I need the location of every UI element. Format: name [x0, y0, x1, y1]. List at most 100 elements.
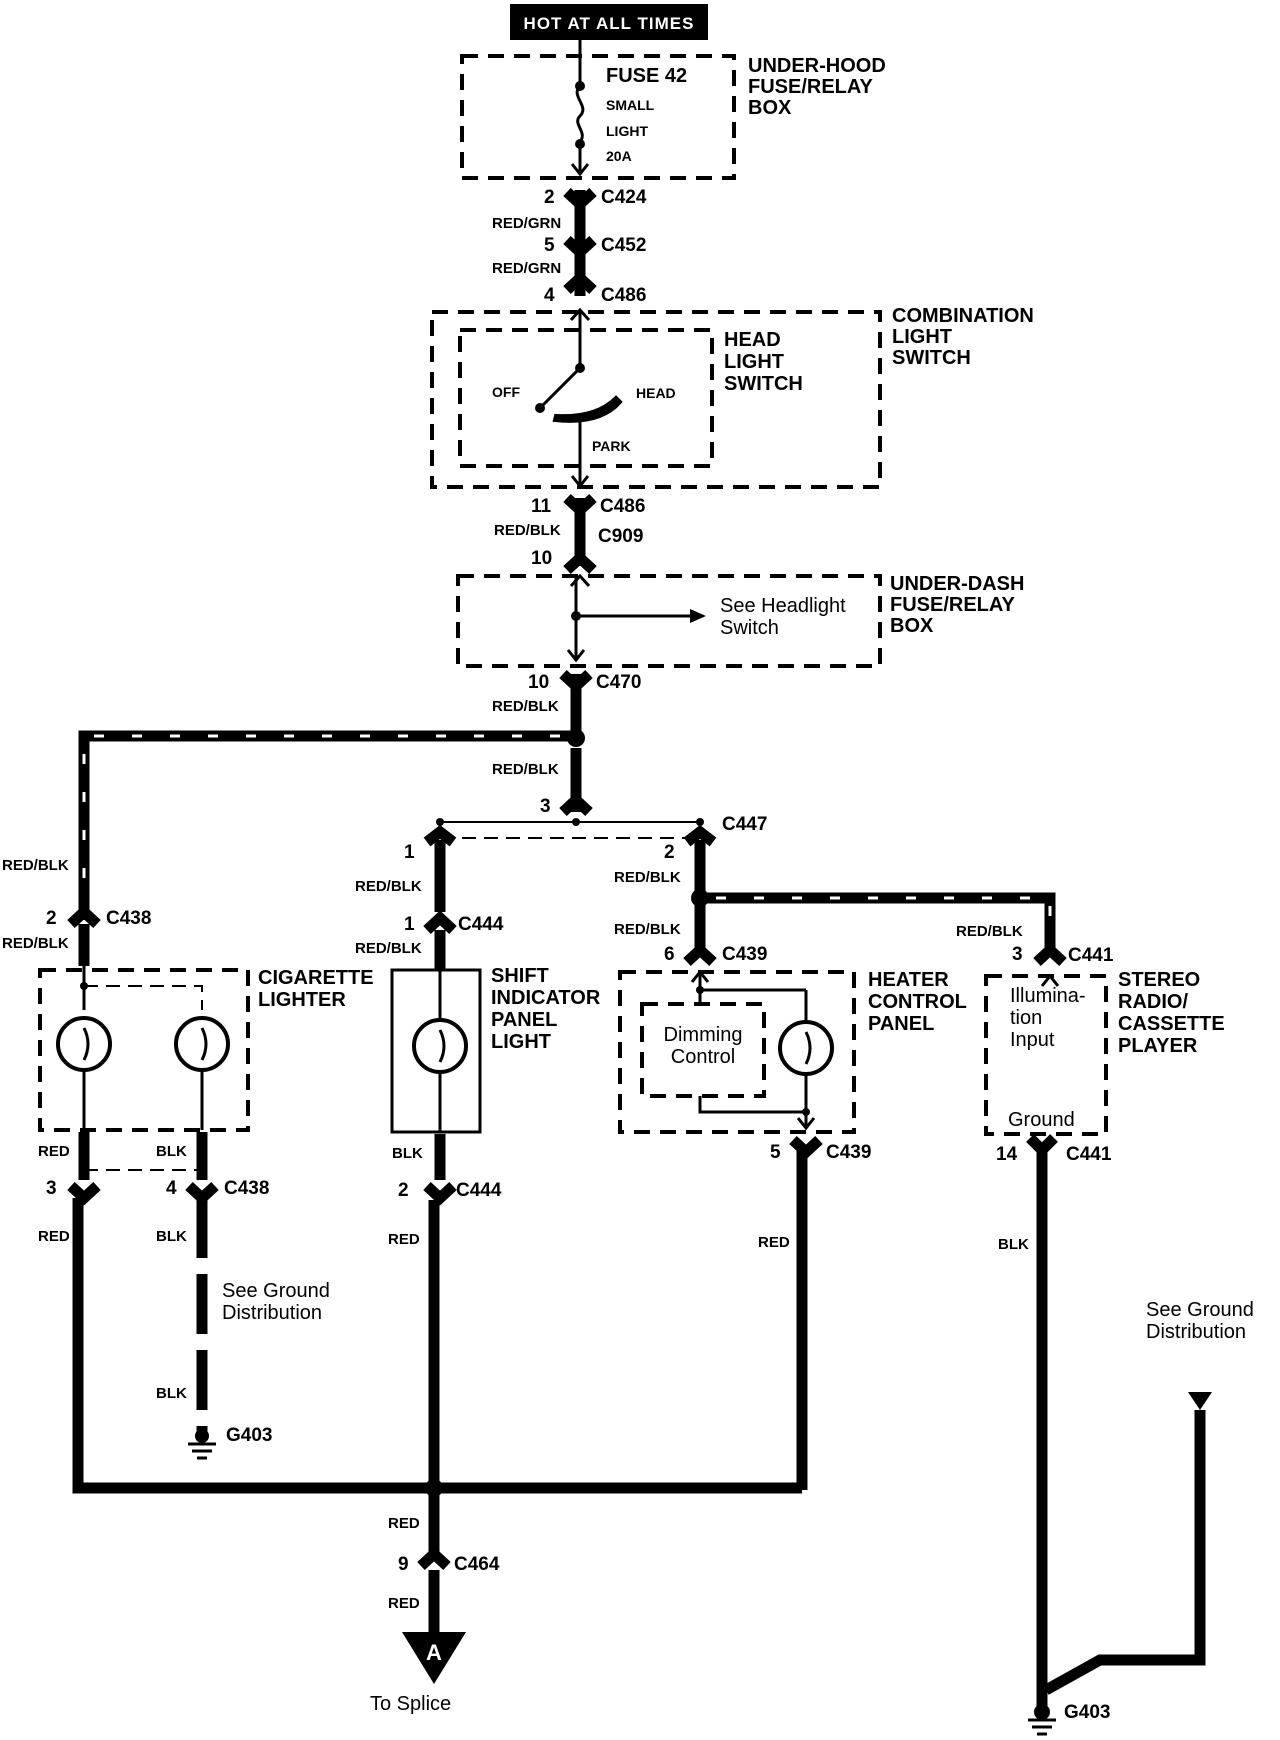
combination-switch-name-lines-0-label: COMBINATION	[892, 305, 1034, 327]
connectors-c439-top-label: C439	[722, 944, 767, 965]
splice-point	[425, 1479, 443, 1497]
wires-red-label: RED	[388, 1231, 420, 1248]
connectors-c438-top-label: C438	[106, 908, 151, 929]
fuse-icon	[575, 84, 585, 143]
cigarette-lighter-name-lines-1-label: LIGHTER	[258, 989, 346, 1011]
underdash-box-name-lines-2-label: BOX	[890, 615, 934, 637]
pins-c424-label: 2	[544, 187, 555, 208]
pins-c441-top-label: 3	[1012, 944, 1023, 965]
pins-c909-label: 10	[531, 548, 552, 569]
arrow-down-icon	[1188, 1392, 1212, 1410]
heater-control-panel-box	[618, 970, 856, 1134]
wires-red-label: RED	[388, 1595, 420, 1612]
splice-a-arrow	[402, 1632, 466, 1684]
wires-blk-label: BLK	[156, 1143, 187, 1160]
connectors-c447-label: C447	[722, 814, 767, 835]
connectors-c441-bot-label: C441	[1066, 1144, 1112, 1165]
pins-c486-bot-label: 11	[531, 496, 552, 517]
heater-panel-name-lines-2-label: PANEL	[868, 1013, 934, 1035]
bulb-icon	[174, 1016, 230, 1072]
heater-panel-dimming-lines-1-label: Control	[671, 1046, 735, 1068]
pins-c444-bot-label: 2	[398, 1180, 409, 1201]
wires-red-blk-label: RED/BLK	[956, 923, 1023, 940]
underhood-box-name-lines-2-label: BOX	[748, 97, 792, 119]
underdash-box-note-lines-0-label: See Headlight	[720, 595, 846, 617]
bulb-icon	[778, 1020, 834, 1076]
combination-switch-positions-park-label: PARK	[592, 438, 631, 454]
dimming-control-box	[640, 1002, 766, 1098]
pins-c444-top-label: 1	[404, 914, 415, 935]
shift-indicator-name-lines-0-label: SHIFT	[491, 965, 549, 987]
pins-c447-2-label: 2	[664, 842, 675, 863]
pins-c438-blk-label: 4	[166, 1178, 177, 1199]
cigarette-lighter-box	[38, 968, 250, 1132]
wires-blk-label: BLK	[998, 1236, 1029, 1253]
underhood-box-fuse-desc-2-label: 20A	[606, 148, 632, 164]
wires-red-grn-label: RED/GRN	[492, 260, 561, 277]
arrow-right-icon	[690, 609, 706, 623]
wires-red-label: RED	[38, 1228, 70, 1245]
combination-switch-head-lines-1-label: LIGHT	[724, 351, 784, 373]
connectors-c470-label: C470	[596, 672, 641, 693]
head-contact	[552, 395, 623, 423]
stereo-name-lines-1-label: RADIO/	[1118, 991, 1188, 1013]
shift-indicator-name-lines-3-label: LIGHT	[491, 1031, 551, 1053]
splice-letter-label: A	[426, 1640, 442, 1665]
combination-switch-positions-head-label: HEAD	[636, 385, 676, 401]
connectors-c486-bot-label: C486	[600, 496, 645, 517]
pins-c486-top-label: 4	[544, 285, 555, 306]
splice-to-splice-label: To Splice	[370, 1693, 451, 1715]
cigarette-lighter-name-lines-0-label: CIGARETTE	[258, 967, 374, 989]
combination-switch-positions-off-label: OFF	[492, 384, 520, 400]
connectors-c444-top-label: C444	[458, 914, 504, 935]
heater-panel-name-lines-1-label: CONTROL	[868, 991, 967, 1013]
wires-blk-label: BLK	[156, 1228, 187, 1245]
underdash-box-note-lines-1-label: Switch	[720, 617, 779, 639]
wires-red-label: RED	[758, 1234, 790, 1251]
underhood-box-name-lines-0-label: UNDER-HOOD	[748, 55, 886, 77]
combination-switch-name-lines-1-label: LIGHT	[892, 326, 952, 348]
wires-red-blk-label: RED/BLK	[614, 921, 681, 938]
ground-see-dist-lines-1-label: Distribution	[1146, 1321, 1246, 1343]
ground-see-dist-lines-0-label: See Ground	[1146, 1299, 1254, 1321]
stereo-input-lines-0-label: Illumina-	[1010, 985, 1086, 1007]
bulb-icon	[412, 1018, 468, 1074]
connectors-c452-label: C452	[601, 235, 646, 256]
heater-panel-dimming-lines-0-label: Dimming	[664, 1024, 743, 1046]
ground-icon	[1028, 1718, 1056, 1736]
shift-indicator-box	[390, 968, 482, 1134]
wires-red-blk-label: RED/BLK	[2, 857, 69, 874]
connectors-c909-label: C909	[598, 526, 643, 547]
stereo-name-lines-2-label: CASSETTE	[1118, 1013, 1225, 1035]
pins-c438-top-label: 2	[46, 908, 57, 929]
underhood-box-fuse-desc-0-label: SMALL	[606, 97, 655, 113]
wires-red-blk-label: RED/BLK	[355, 878, 422, 895]
wires-red-blk-label: RED/BLK	[2, 935, 69, 952]
stereo-box	[984, 974, 1108, 1136]
ground-g403-label: G403	[226, 1425, 272, 1446]
wires-red-label: RED	[38, 1143, 70, 1160]
connectors-c444-bot-label: C444	[456, 1180, 502, 1201]
wires-red-label: RED	[388, 1515, 420, 1532]
stereo-input-lines-2-label: Input	[1010, 1029, 1055, 1051]
stereo-name-lines-0-label: STEREO	[1118, 969, 1200, 991]
underhood-box-name-lines-1-label: FUSE/RELAY	[748, 76, 874, 98]
bulb-icon	[56, 1016, 112, 1072]
pins-c464-label: 9	[398, 1554, 409, 1575]
ground-icon	[188, 1442, 216, 1460]
ground-see-dist-lines-1-label: Distribution	[222, 1302, 322, 1324]
wires-red-blk-label: RED/BLK	[614, 869, 681, 886]
connectors-c441-top-label: C441	[1068, 945, 1114, 966]
wires-red-blk-label: RED/BLK	[492, 761, 559, 778]
wires-red-grn-label: RED/GRN	[492, 215, 561, 232]
hot-at-all-times-label: HOT AT ALL TIMES	[510, 4, 708, 40]
pins-c447-in-label: 3	[540, 796, 551, 817]
pins-c470-label: 10	[528, 672, 549, 693]
combination-switch-name-lines-2-label: SWITCH	[892, 347, 971, 369]
shift-indicator-name-lines-2-label: PANEL	[491, 1009, 557, 1031]
connectors-c464-label: C464	[454, 1554, 500, 1575]
switch-lever	[538, 366, 582, 410]
wires-red-blk-label: RED/BLK	[492, 698, 559, 715]
wires-blk-label: BLK	[392, 1145, 423, 1162]
